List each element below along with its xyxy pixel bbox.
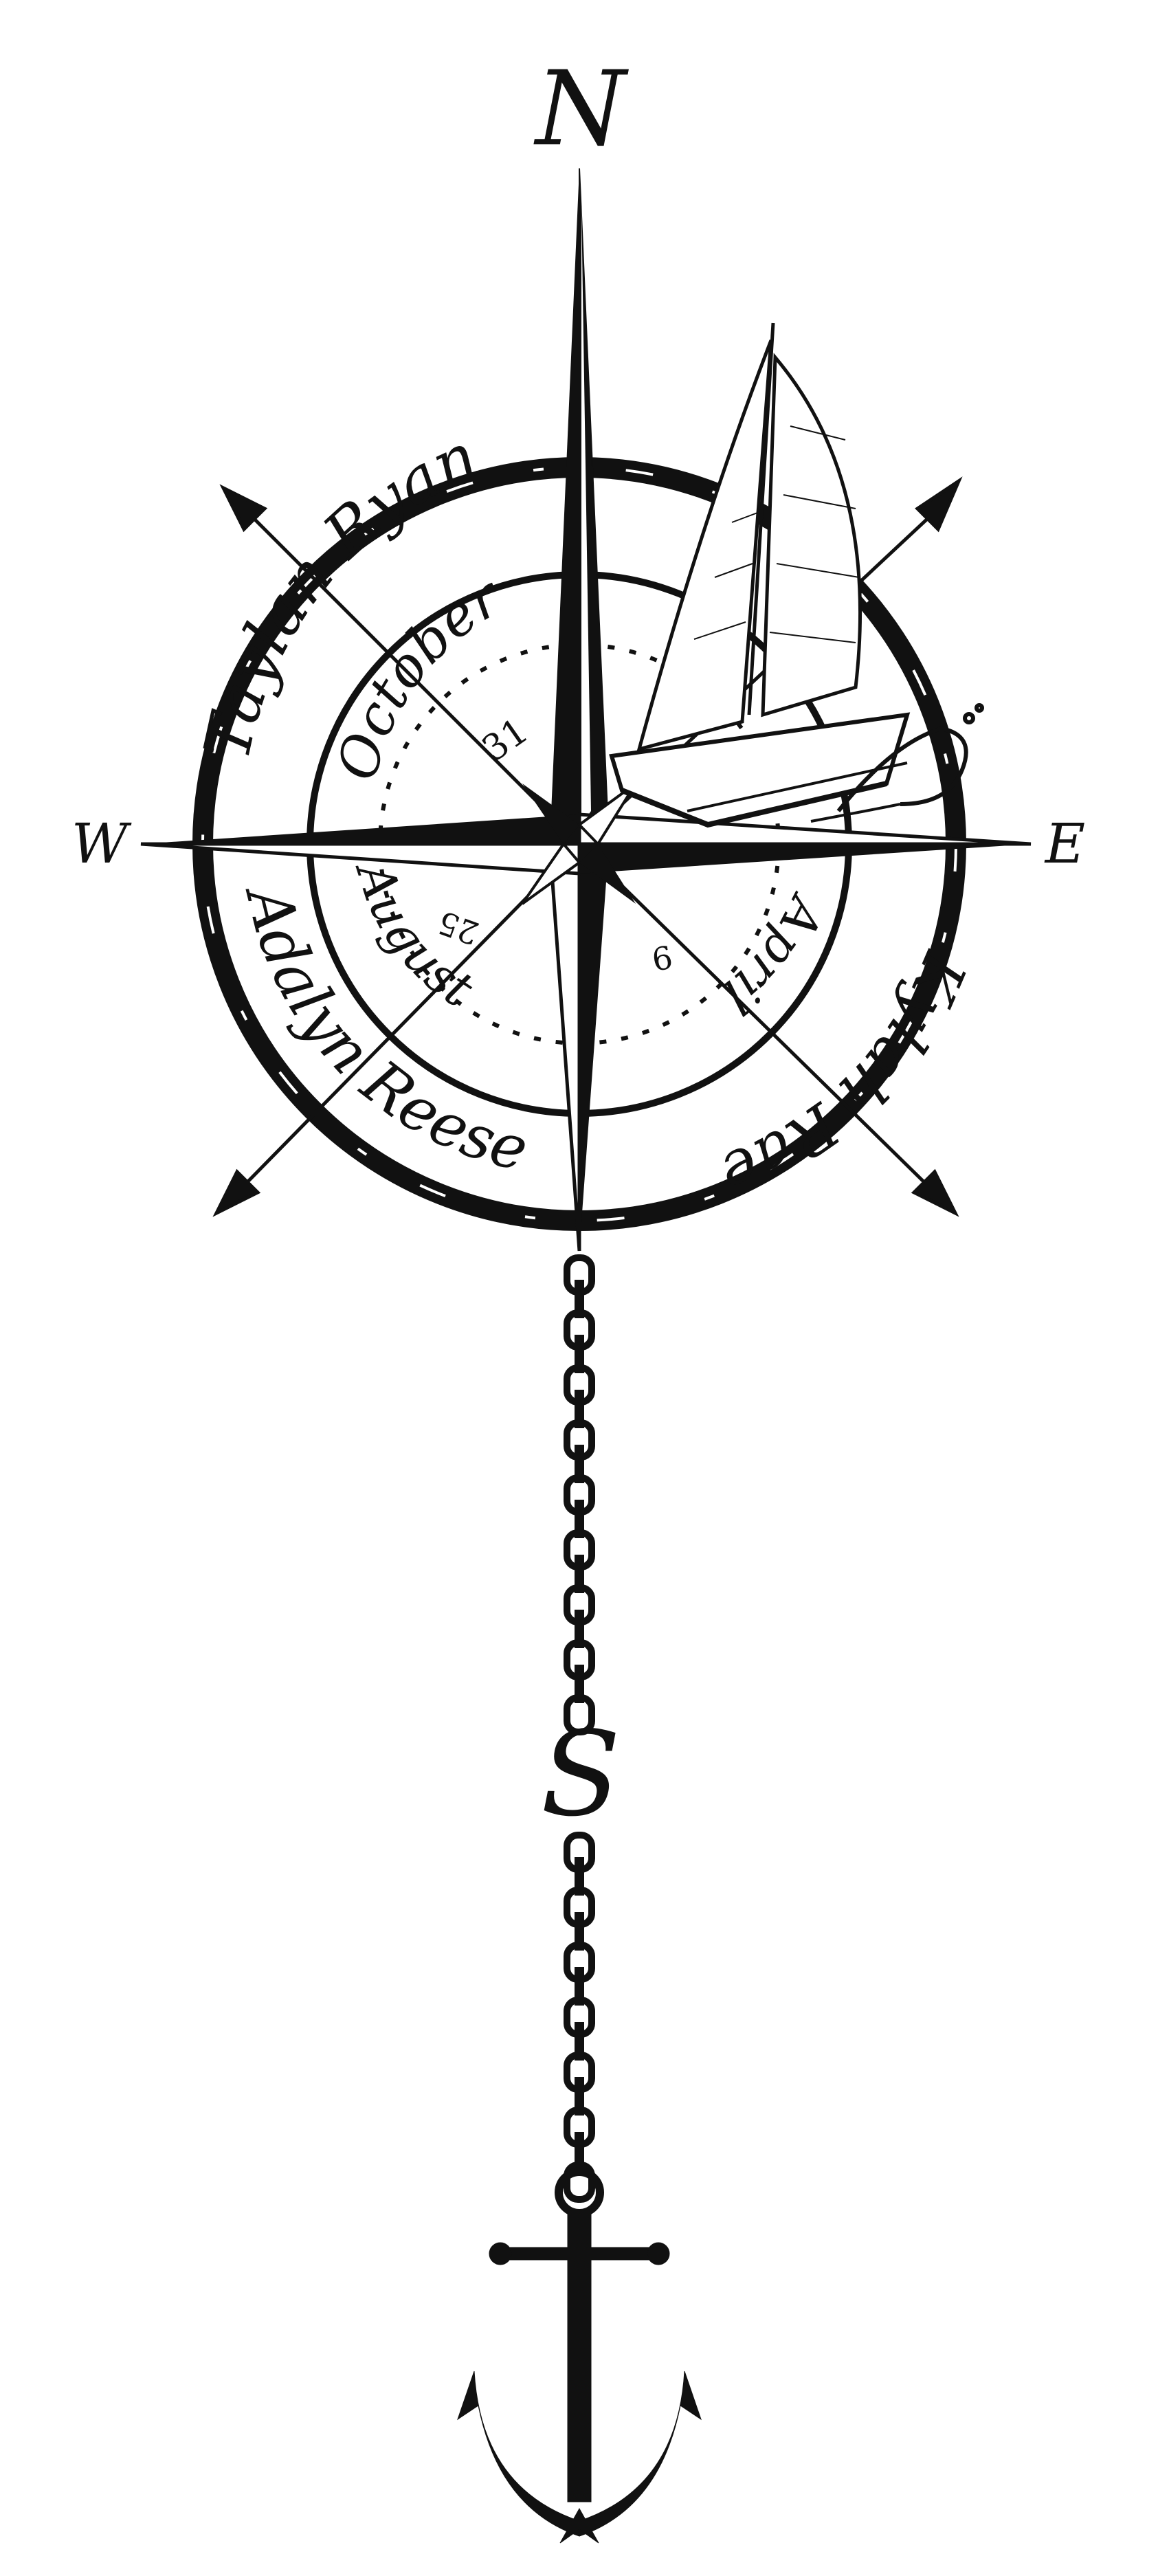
wave-icon [810,703,984,823]
chain-lower-icon [564,1832,595,2203]
chain-link-oval [564,1694,595,1735]
compass-rose-icon [140,168,1032,1252]
anchor-icon [457,2168,702,2544]
day-bottom-right: 9 [649,937,675,977]
day-top: 31 [475,711,536,770]
cardinal-north: N [533,49,629,169]
chain-icon [564,1254,595,1735]
month-bottom-right: April [711,885,837,1025]
sailboat-icon [609,322,911,828]
cardinal-east: E [1044,812,1085,876]
chain-link-oval [564,2162,595,2203]
cardinal-south: S [541,1707,621,1843]
month-top: October [324,563,513,786]
cardinal-west: W [71,812,132,876]
